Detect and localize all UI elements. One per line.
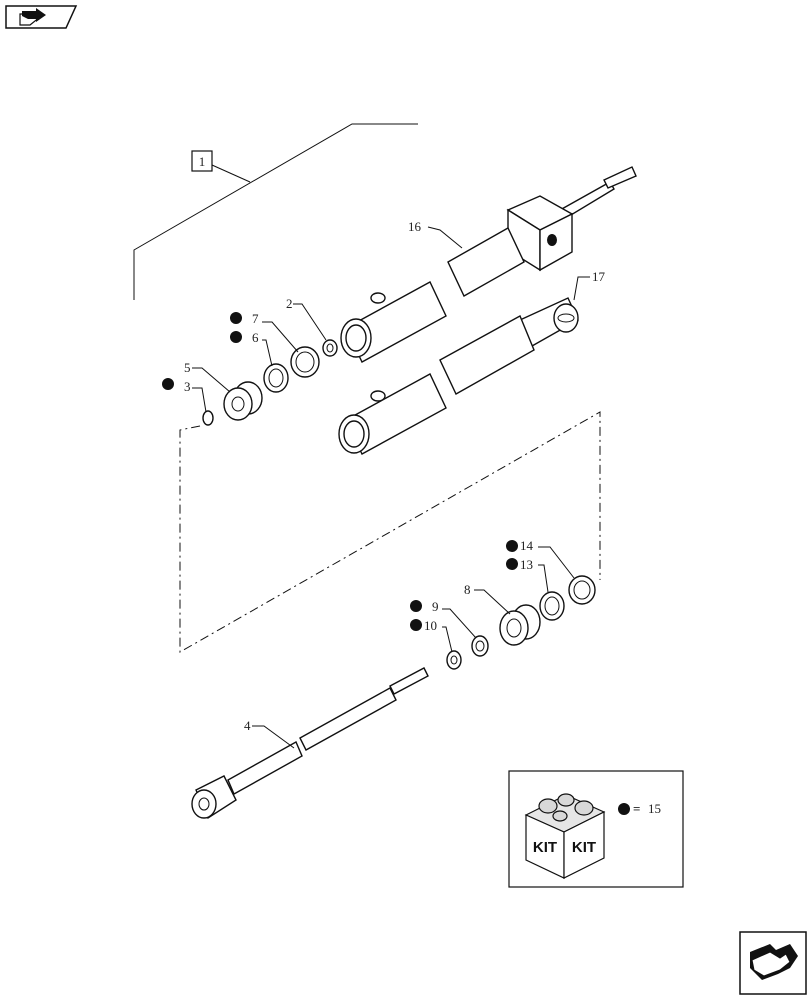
part-8-gland	[499, 604, 541, 646]
part-10-seal	[446, 650, 462, 670]
label-5: 5	[184, 360, 191, 375]
kit-legend-symbol: =	[633, 801, 640, 816]
label-4: 4	[244, 718, 251, 733]
part-2-nut	[322, 339, 338, 357]
label-9: 9	[432, 599, 439, 614]
next-page-button[interactable]	[739, 931, 807, 995]
label-13: 13	[520, 557, 533, 572]
kit-legend: KIT KIT = 15	[508, 770, 684, 888]
part-3-snap-ring	[202, 410, 214, 426]
part-labels: 16 17 2 7 6 5 3 14 13 8 9 10 4	[184, 219, 606, 733]
part-9-seal	[471, 635, 489, 657]
label-10: 10	[424, 618, 437, 633]
part-14-ring	[568, 575, 596, 605]
label-17: 17	[592, 269, 606, 284]
kit-word-left: KIT	[533, 839, 557, 856]
label-7: 7	[252, 311, 259, 326]
kit-marker-10	[410, 619, 422, 631]
kit-marker-9	[410, 600, 422, 612]
part-13-ring	[539, 591, 565, 621]
kit-marker-14	[506, 540, 518, 552]
kit-box-icon: KIT KIT	[524, 793, 606, 879]
kit-legend-ref: 15	[648, 801, 661, 816]
kit-word-right: KIT	[572, 839, 596, 856]
kit-legend-marker	[618, 803, 630, 815]
kit-marker-7	[230, 312, 242, 324]
kit-markers	[162, 312, 518, 631]
part-6-split-ring	[263, 363, 289, 393]
next-page-icon	[750, 944, 798, 980]
leader-lines	[192, 226, 590, 749]
label-8: 8	[464, 582, 471, 597]
label-3: 3	[184, 379, 191, 394]
part-5-bushing	[223, 381, 263, 421]
part-7-ring	[290, 346, 320, 378]
alignment-line	[179, 411, 601, 653]
kit-marker-6	[230, 331, 242, 343]
assembly-ref-number: 1	[199, 154, 206, 169]
kit-marker-3	[162, 378, 174, 390]
kit-marker-13	[506, 558, 518, 570]
part-16-cylinder-barrel	[340, 166, 637, 363]
prev-page-button[interactable]	[5, 5, 78, 29]
label-14: 14	[520, 538, 534, 553]
part-4-piston-rod	[191, 667, 429, 820]
label-16: 16	[408, 219, 422, 234]
assembly-ref: 1	[133, 123, 418, 300]
prev-page-icon	[19, 8, 46, 26]
part-17-outer-tube	[338, 297, 579, 455]
label-2: 2	[286, 296, 293, 311]
label-6: 6	[252, 330, 259, 345]
